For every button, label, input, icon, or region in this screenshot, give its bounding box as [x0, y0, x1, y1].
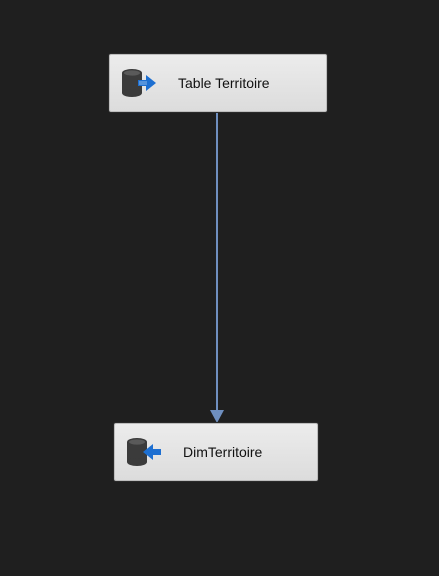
ole-db-destination-icon — [127, 438, 161, 466]
data-flow-path-arrowhead — [210, 410, 224, 423]
source-component-table-territoire[interactable]: Table Territoire — [109, 54, 327, 112]
ole-db-source-icon — [122, 69, 156, 97]
source-component-label: Table Territoire — [178, 75, 270, 91]
destination-component-dimterritoire[interactable]: DimTerritoire — [114, 423, 318, 481]
destination-component-label: DimTerritoire — [183, 444, 263, 460]
